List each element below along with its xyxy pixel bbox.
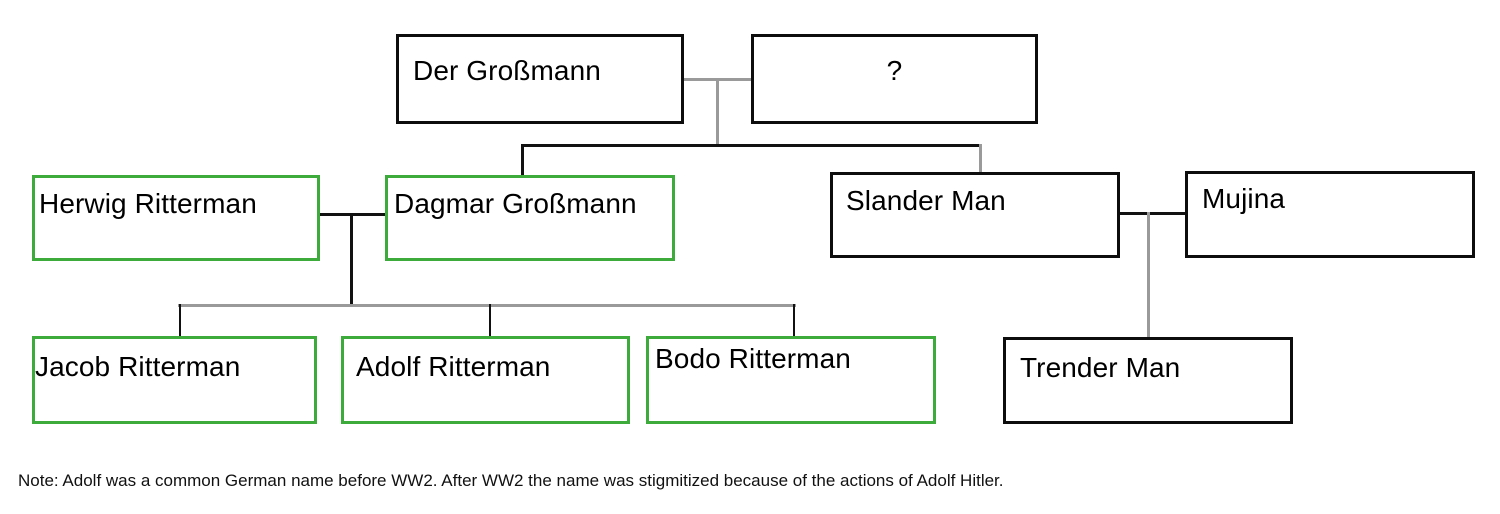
sibling-bar-gen1: [521, 144, 982, 147]
node-bodo-ritterman[interactable]: Bodo Ritterman: [646, 336, 936, 424]
node-herwig-ritterman[interactable]: Herwig Ritterman: [32, 175, 320, 261]
node-mujina[interactable]: Mujina: [1185, 171, 1475, 258]
marriage-line-slander-mujina: [1119, 212, 1187, 215]
footnote-text: Note: Adolf was a common German name bef…: [18, 471, 1004, 490]
node-slander-man[interactable]: Slander Man: [830, 172, 1120, 258]
node-label-jacob-ritterman: Jacob Ritterman: [35, 351, 241, 382]
node-adolf-ritterman[interactable]: Adolf Ritterman: [341, 336, 630, 424]
node-unknown-spouse[interactable]: ?: [751, 34, 1038, 124]
descent-line-ritterman-couple: [350, 213, 353, 307]
node-trender-man[interactable]: Trender Man: [1003, 337, 1293, 424]
drop-line-to-dagmar: [521, 144, 524, 176]
node-jacob-ritterman[interactable]: Jacob Ritterman: [32, 336, 317, 424]
marriage-line-herwig-dagmar: [318, 213, 388, 216]
node-label-dagmar-grossmann: Dagmar Großmann: [394, 188, 637, 219]
node-label-mujina: Mujina: [1202, 183, 1286, 214]
drop-line-to-jacob: [179, 304, 181, 337]
sibling-bar-gen2: [178, 304, 796, 307]
node-label-trender-man: Trender Man: [1020, 352, 1181, 383]
descent-line-slander-couple: [1147, 212, 1150, 338]
node-label-der-grossmann: Der Großmann: [413, 55, 601, 86]
node-dagmar-grossmann[interactable]: Dagmar Großmann: [385, 175, 675, 261]
node-label-bodo-ritterman: Bodo Ritterman: [655, 343, 851, 374]
node-label-slander-man: Slander Man: [846, 185, 1006, 216]
node-label-unknown-spouse: ?: [886, 55, 903, 86]
node-label-adolf-ritterman: Adolf Ritterman: [356, 351, 551, 382]
drop-line-to-slander-man: [979, 144, 982, 174]
node-label-herwig-ritterman: Herwig Ritterman: [39, 188, 257, 219]
descent-line-grossmann-couple: [716, 78, 719, 145]
drop-line-to-bodo: [793, 304, 795, 337]
drop-line-to-adolf: [489, 304, 491, 337]
node-der-grossmann[interactable]: Der Großmann: [396, 34, 684, 124]
